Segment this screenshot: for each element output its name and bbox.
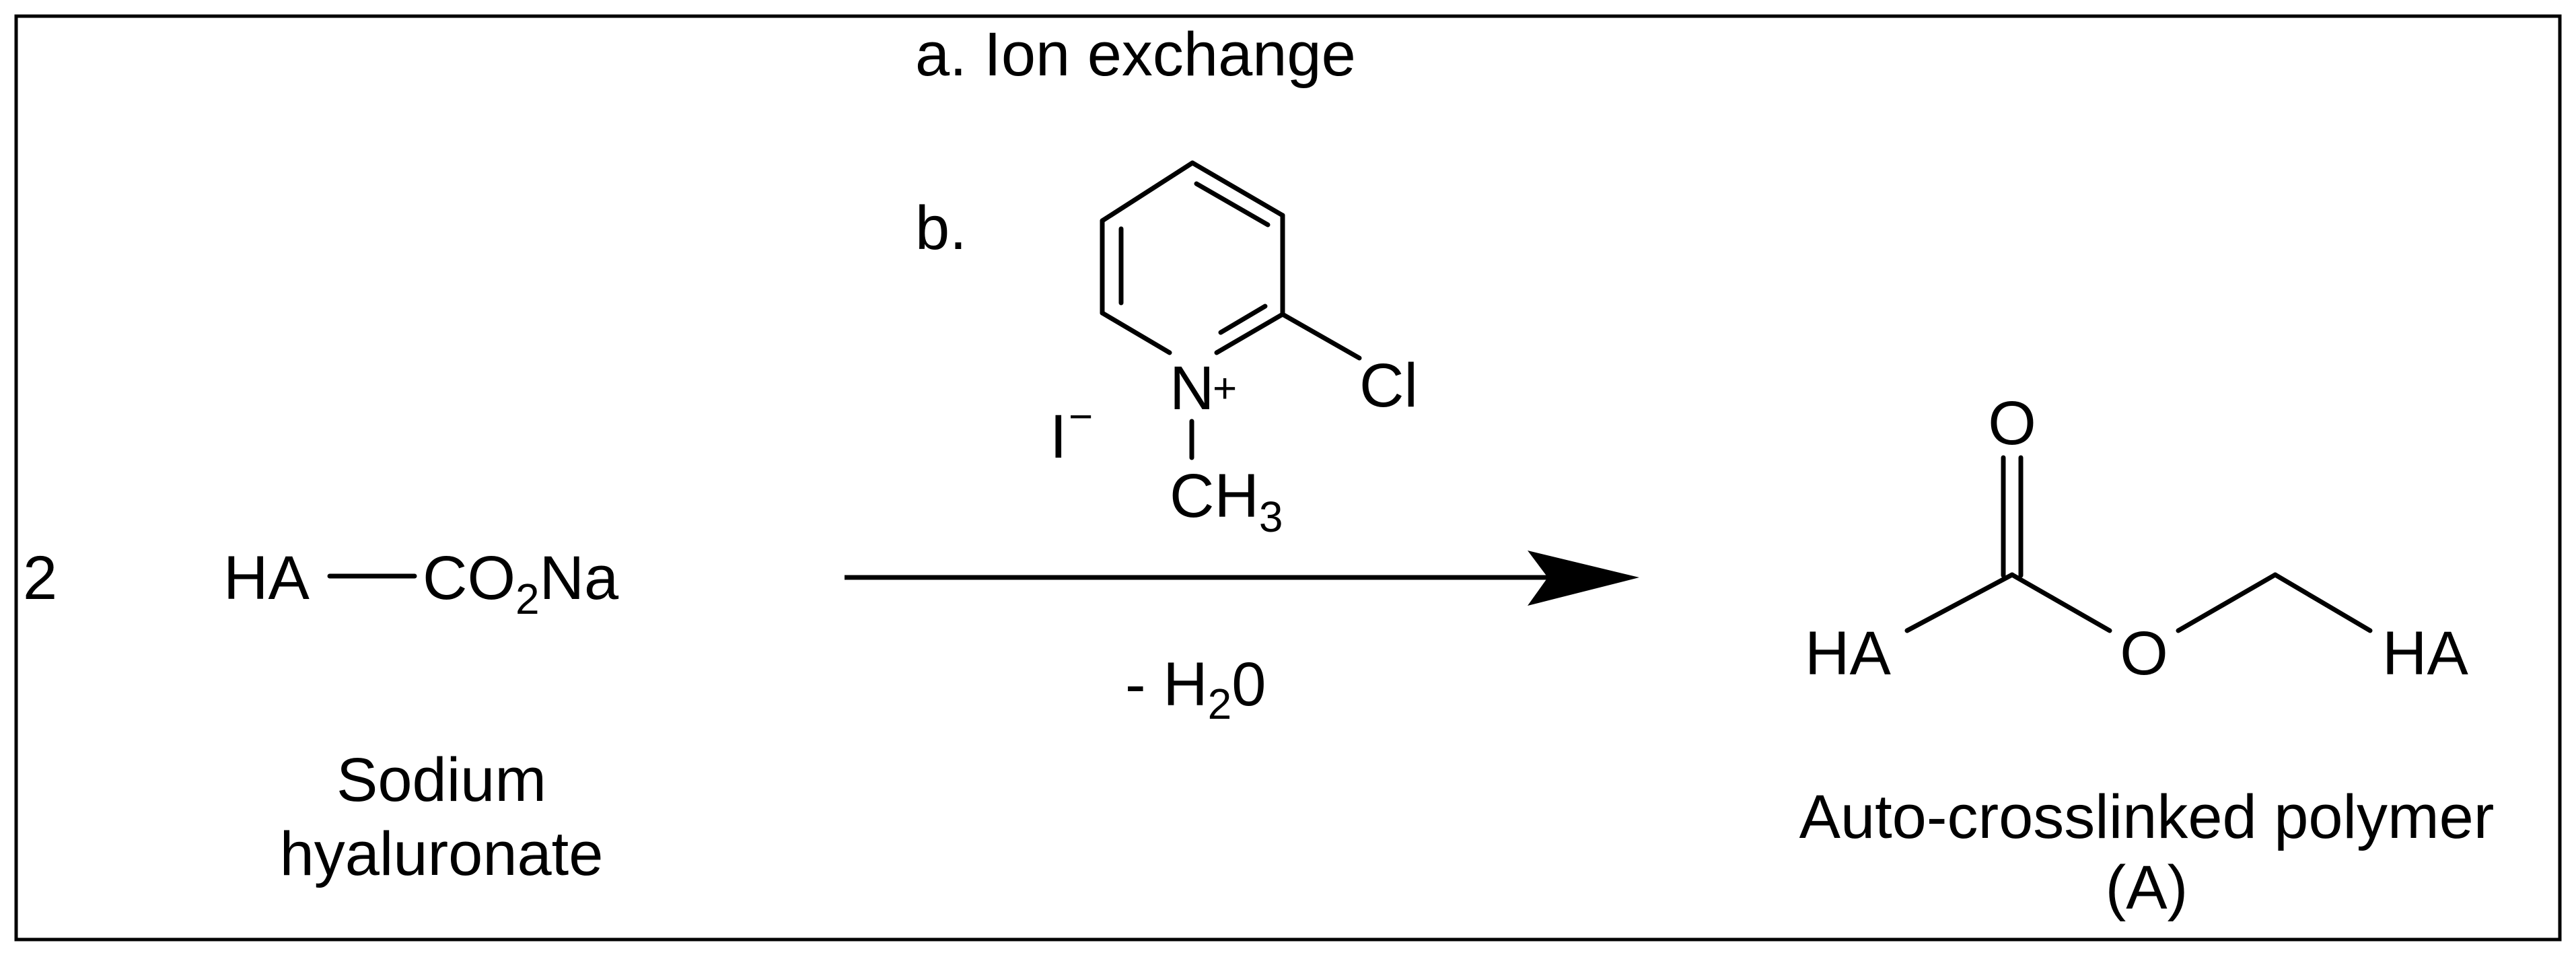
counter-ion-charge: − — [1069, 394, 1093, 440]
reagent-methyl: CH3 — [1170, 462, 1283, 541]
reaction-arrow — [845, 551, 1639, 606]
product-name-line1: Auto-crosslinked polymer — [1799, 783, 2495, 851]
reagent-nitrogen-charge: + — [1213, 365, 1237, 412]
product-bond-oxygen-methylene — [2176, 572, 2278, 633]
reagent-structure — [1100, 160, 1362, 460]
byproduct-suffix: 0 — [1231, 650, 1266, 719]
reactant-name-line2: hyaluronate — [280, 820, 604, 888]
reactant-carboxylate: CO2Na — [423, 544, 619, 623]
bond-c2-cl — [1280, 312, 1362, 361]
byproduct-prefix: - H — [1125, 650, 1208, 719]
reactant-carboxylate-base: CO — [423, 544, 515, 612]
reactant-ha-group: HA — [223, 544, 310, 612]
product-structure — [1904, 455, 2373, 633]
ring-bond-c4-c3 — [1190, 160, 1285, 218]
reagent-nitrogen: N — [1170, 354, 1214, 423]
reagent-chloro: Cl — [1359, 351, 1418, 420]
ring-bond-c4-c3-inner — [1194, 181, 1271, 227]
product-name-line2: (A) — [2106, 853, 2188, 922]
ring-bond-c5-c4 — [1100, 160, 1195, 223]
condition-b-label: b. — [915, 194, 967, 262]
product-carbonyl-oxygen: O — [1988, 389, 2036, 458]
product-bond-carbon-oxygen — [2009, 572, 2112, 633]
product-left-ha: HA — [1805, 619, 1891, 688]
reactant-carboxylate-subscript: 2 — [515, 575, 540, 623]
product-bond-methylene-ha — [2273, 572, 2373, 633]
byproduct-subscript: 2 — [1208, 680, 1232, 728]
reaction-arrow-head — [1528, 551, 1639, 606]
ring-bond-c2-n — [1214, 312, 1285, 355]
product-ester-oxygen: O — [2120, 619, 2168, 688]
counter-ion-iodide: I — [1050, 402, 1067, 471]
ring-bond-c2-n-inner — [1218, 304, 1268, 335]
product-right-ha: HA — [2382, 619, 2468, 688]
reagent-methyl-subscript: 3 — [1259, 493, 1283, 541]
byproduct-water: - H20 — [1125, 650, 1266, 728]
reactant-cation: Na — [540, 544, 619, 612]
product-bond-ha-carbon — [1904, 572, 2015, 633]
reactant-name-line1: Sodium — [336, 746, 546, 814]
scheme-frame — [14, 14, 2562, 942]
condition-a-text: a. Ion exchange — [915, 20, 1356, 89]
ring-bond-n-c6 — [1100, 310, 1172, 355]
reactant-coefficient: 2 — [23, 544, 57, 612]
reagent-methyl-base: CH — [1170, 462, 1259, 530]
